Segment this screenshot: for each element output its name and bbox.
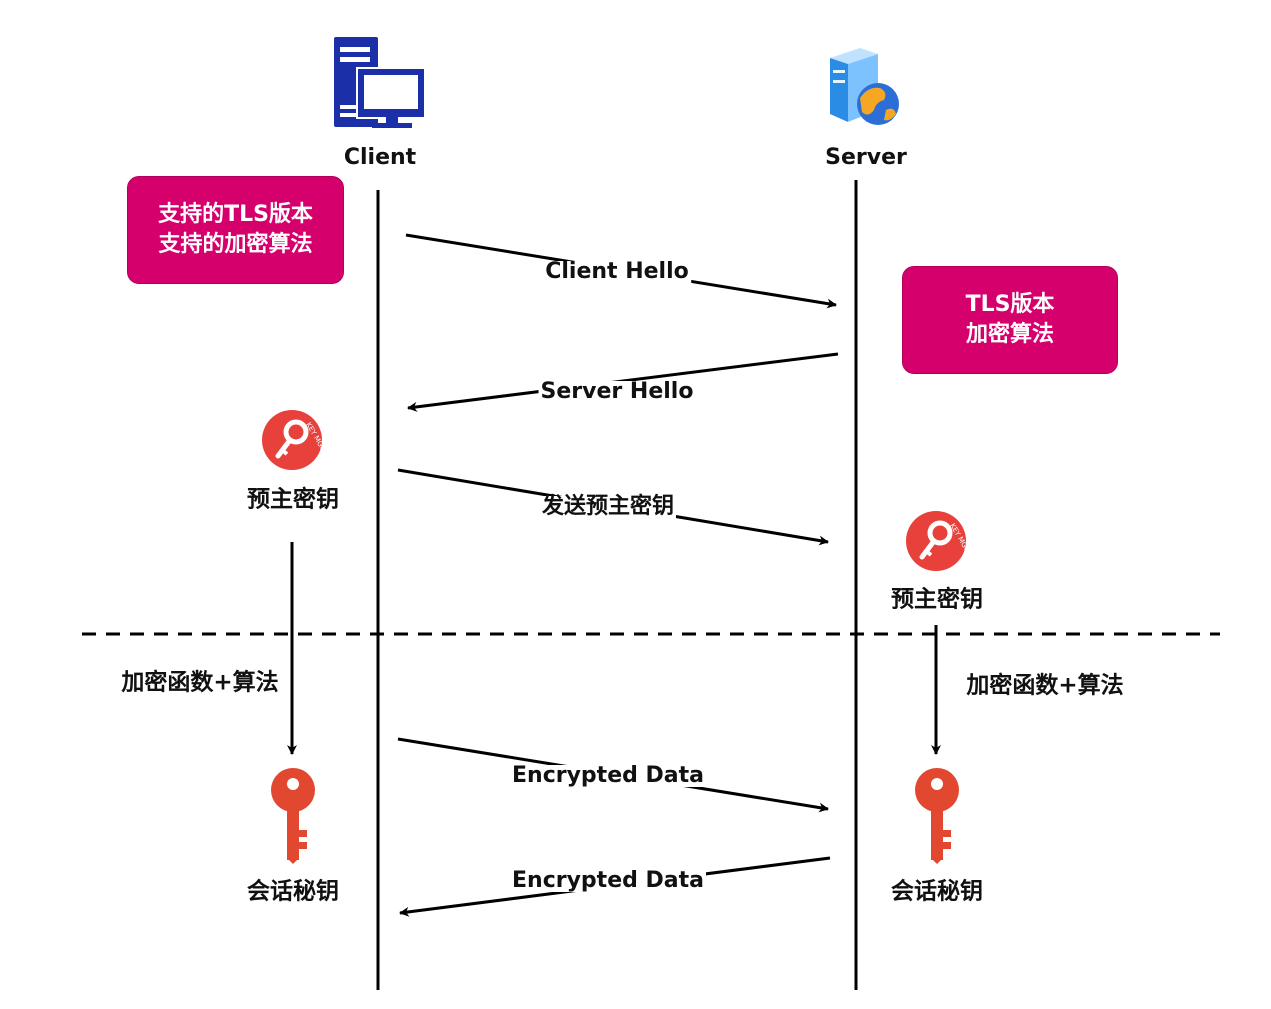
server-session-key-icon	[915, 768, 959, 864]
server-globe-icon	[830, 48, 899, 125]
client-hello-label: Client Hello	[543, 259, 691, 284]
client-box-line-2: 支持的加密算法	[158, 232, 313, 257]
server-premaster-key-icon: KEY MGMT	[906, 511, 974, 571]
server-premaster-label: 预主密钥	[891, 586, 983, 613]
client-session-key-label: 会话秘钥	[247, 878, 339, 905]
server-hello-label: Server Hello	[538, 379, 696, 404]
client-premaster-label: 预主密钥	[247, 486, 339, 513]
server-box-line-1: TLS版本	[965, 292, 1055, 318]
send-premaster-label: 发送预主密钥	[539, 494, 677, 519]
client-premaster-key-icon: KEY MGMT	[262, 410, 330, 470]
client-computer-icon	[334, 37, 426, 128]
server-label: Server	[825, 145, 907, 170]
server-box-line-2: 加密算法	[965, 322, 1054, 347]
client-label: Client	[343, 145, 417, 170]
client-derive-label: 加密函数+算法	[121, 669, 279, 696]
client-session-key-icon	[271, 768, 315, 864]
server-session-key-label: 会话秘钥	[891, 878, 983, 905]
server-selection-box: TLS版本 加密算法	[902, 266, 1118, 374]
client-capabilities-box: 支持的TLS版本 支持的加密算法	[127, 176, 344, 284]
server-derive-label: 加密函数+算法	[966, 672, 1124, 699]
encrypted-data-label-1: Encrypted Data	[510, 763, 706, 788]
encrypted-data-label-2: Encrypted Data	[510, 868, 706, 893]
client-box-line-1: 支持的TLS版本	[158, 202, 313, 228]
